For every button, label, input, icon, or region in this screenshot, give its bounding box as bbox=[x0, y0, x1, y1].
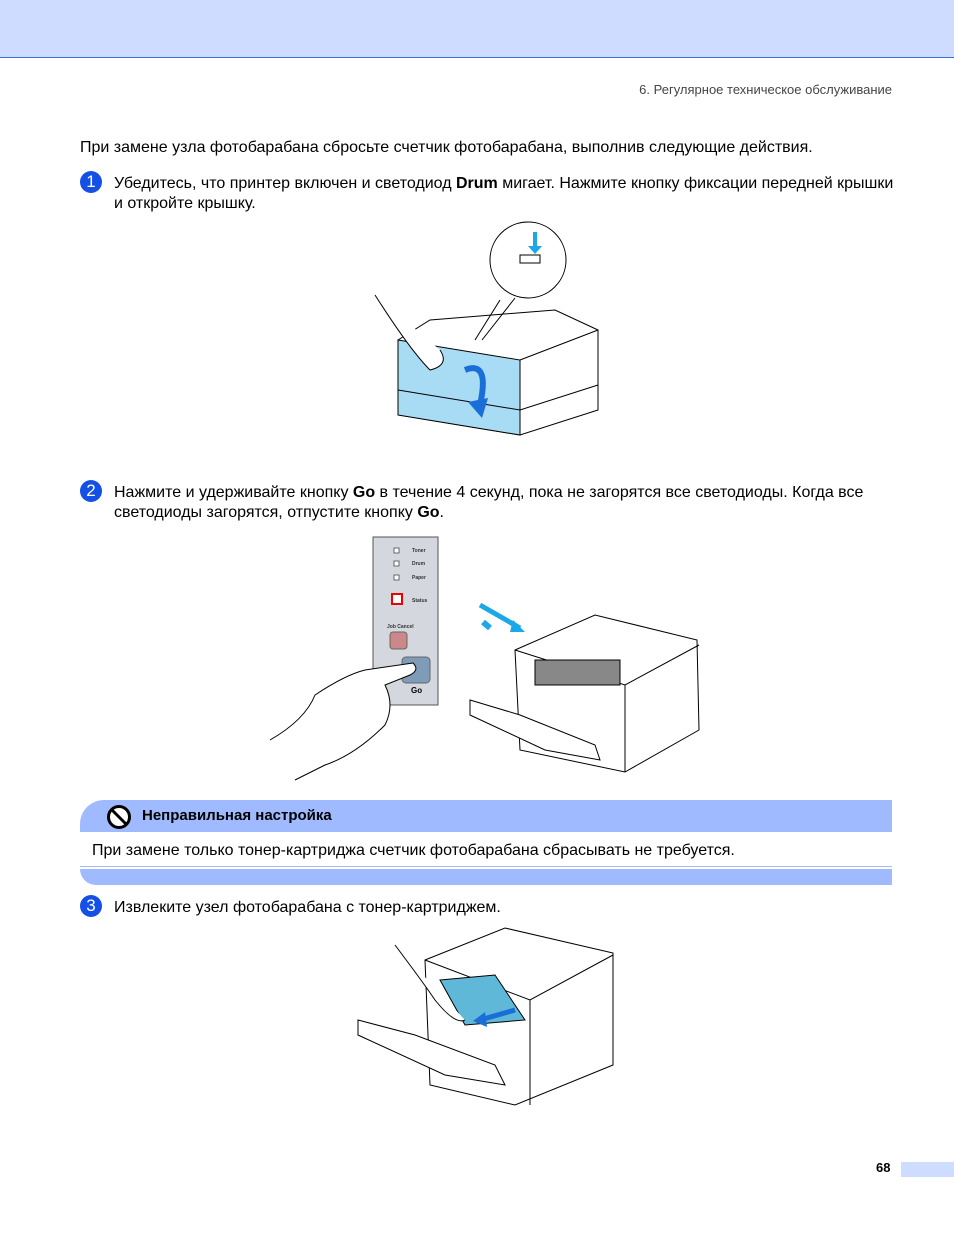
toner-label: Toner bbox=[412, 548, 426, 554]
control-panel-illustration: Toner Drum Paper Status Job Cancel Go bbox=[269, 536, 439, 781]
step-2-text: Нажмите и удерживайте кнопку Go в течени… bbox=[114, 484, 864, 521]
step-number: 1 bbox=[80, 171, 102, 193]
printer-remove-drum-illustration bbox=[357, 927, 614, 1106]
note-body: При замене только тонер-картриджа счетчи… bbox=[92, 842, 735, 859]
job-cancel-label: Job Cancel bbox=[387, 624, 414, 630]
note-footer bbox=[80, 869, 892, 885]
step-3-text: Извлеките узел фотобарабана с тонер-карт… bbox=[114, 899, 501, 916]
go-label: Go bbox=[411, 686, 422, 695]
chapter-title: 6. Регулярное техническое обслуживание bbox=[639, 82, 892, 97]
status-label: Status bbox=[412, 598, 428, 604]
note-header: Неправильная настройка bbox=[80, 800, 892, 832]
step-1-text: Убедитесь, что принтер включен и светоди… bbox=[114, 175, 894, 212]
step-number: 2 bbox=[80, 480, 102, 502]
divider bbox=[80, 866, 892, 867]
drum-label: Drum bbox=[412, 561, 426, 567]
prohibited-icon bbox=[107, 805, 131, 829]
printer-open-cover-illustration bbox=[374, 221, 599, 436]
note-title: Неправильная настройка bbox=[142, 807, 332, 824]
printer-open-front-illustration bbox=[469, 602, 700, 773]
step-number: 3 bbox=[80, 895, 102, 917]
header-bar bbox=[0, 0, 954, 58]
page-number-bar bbox=[901, 1162, 954, 1177]
intro-text: При замене узла фотобарабана сбросьте сч… bbox=[80, 139, 813, 156]
paper-label: Paper bbox=[412, 575, 426, 581]
page-number: 68 bbox=[876, 1160, 891, 1175]
